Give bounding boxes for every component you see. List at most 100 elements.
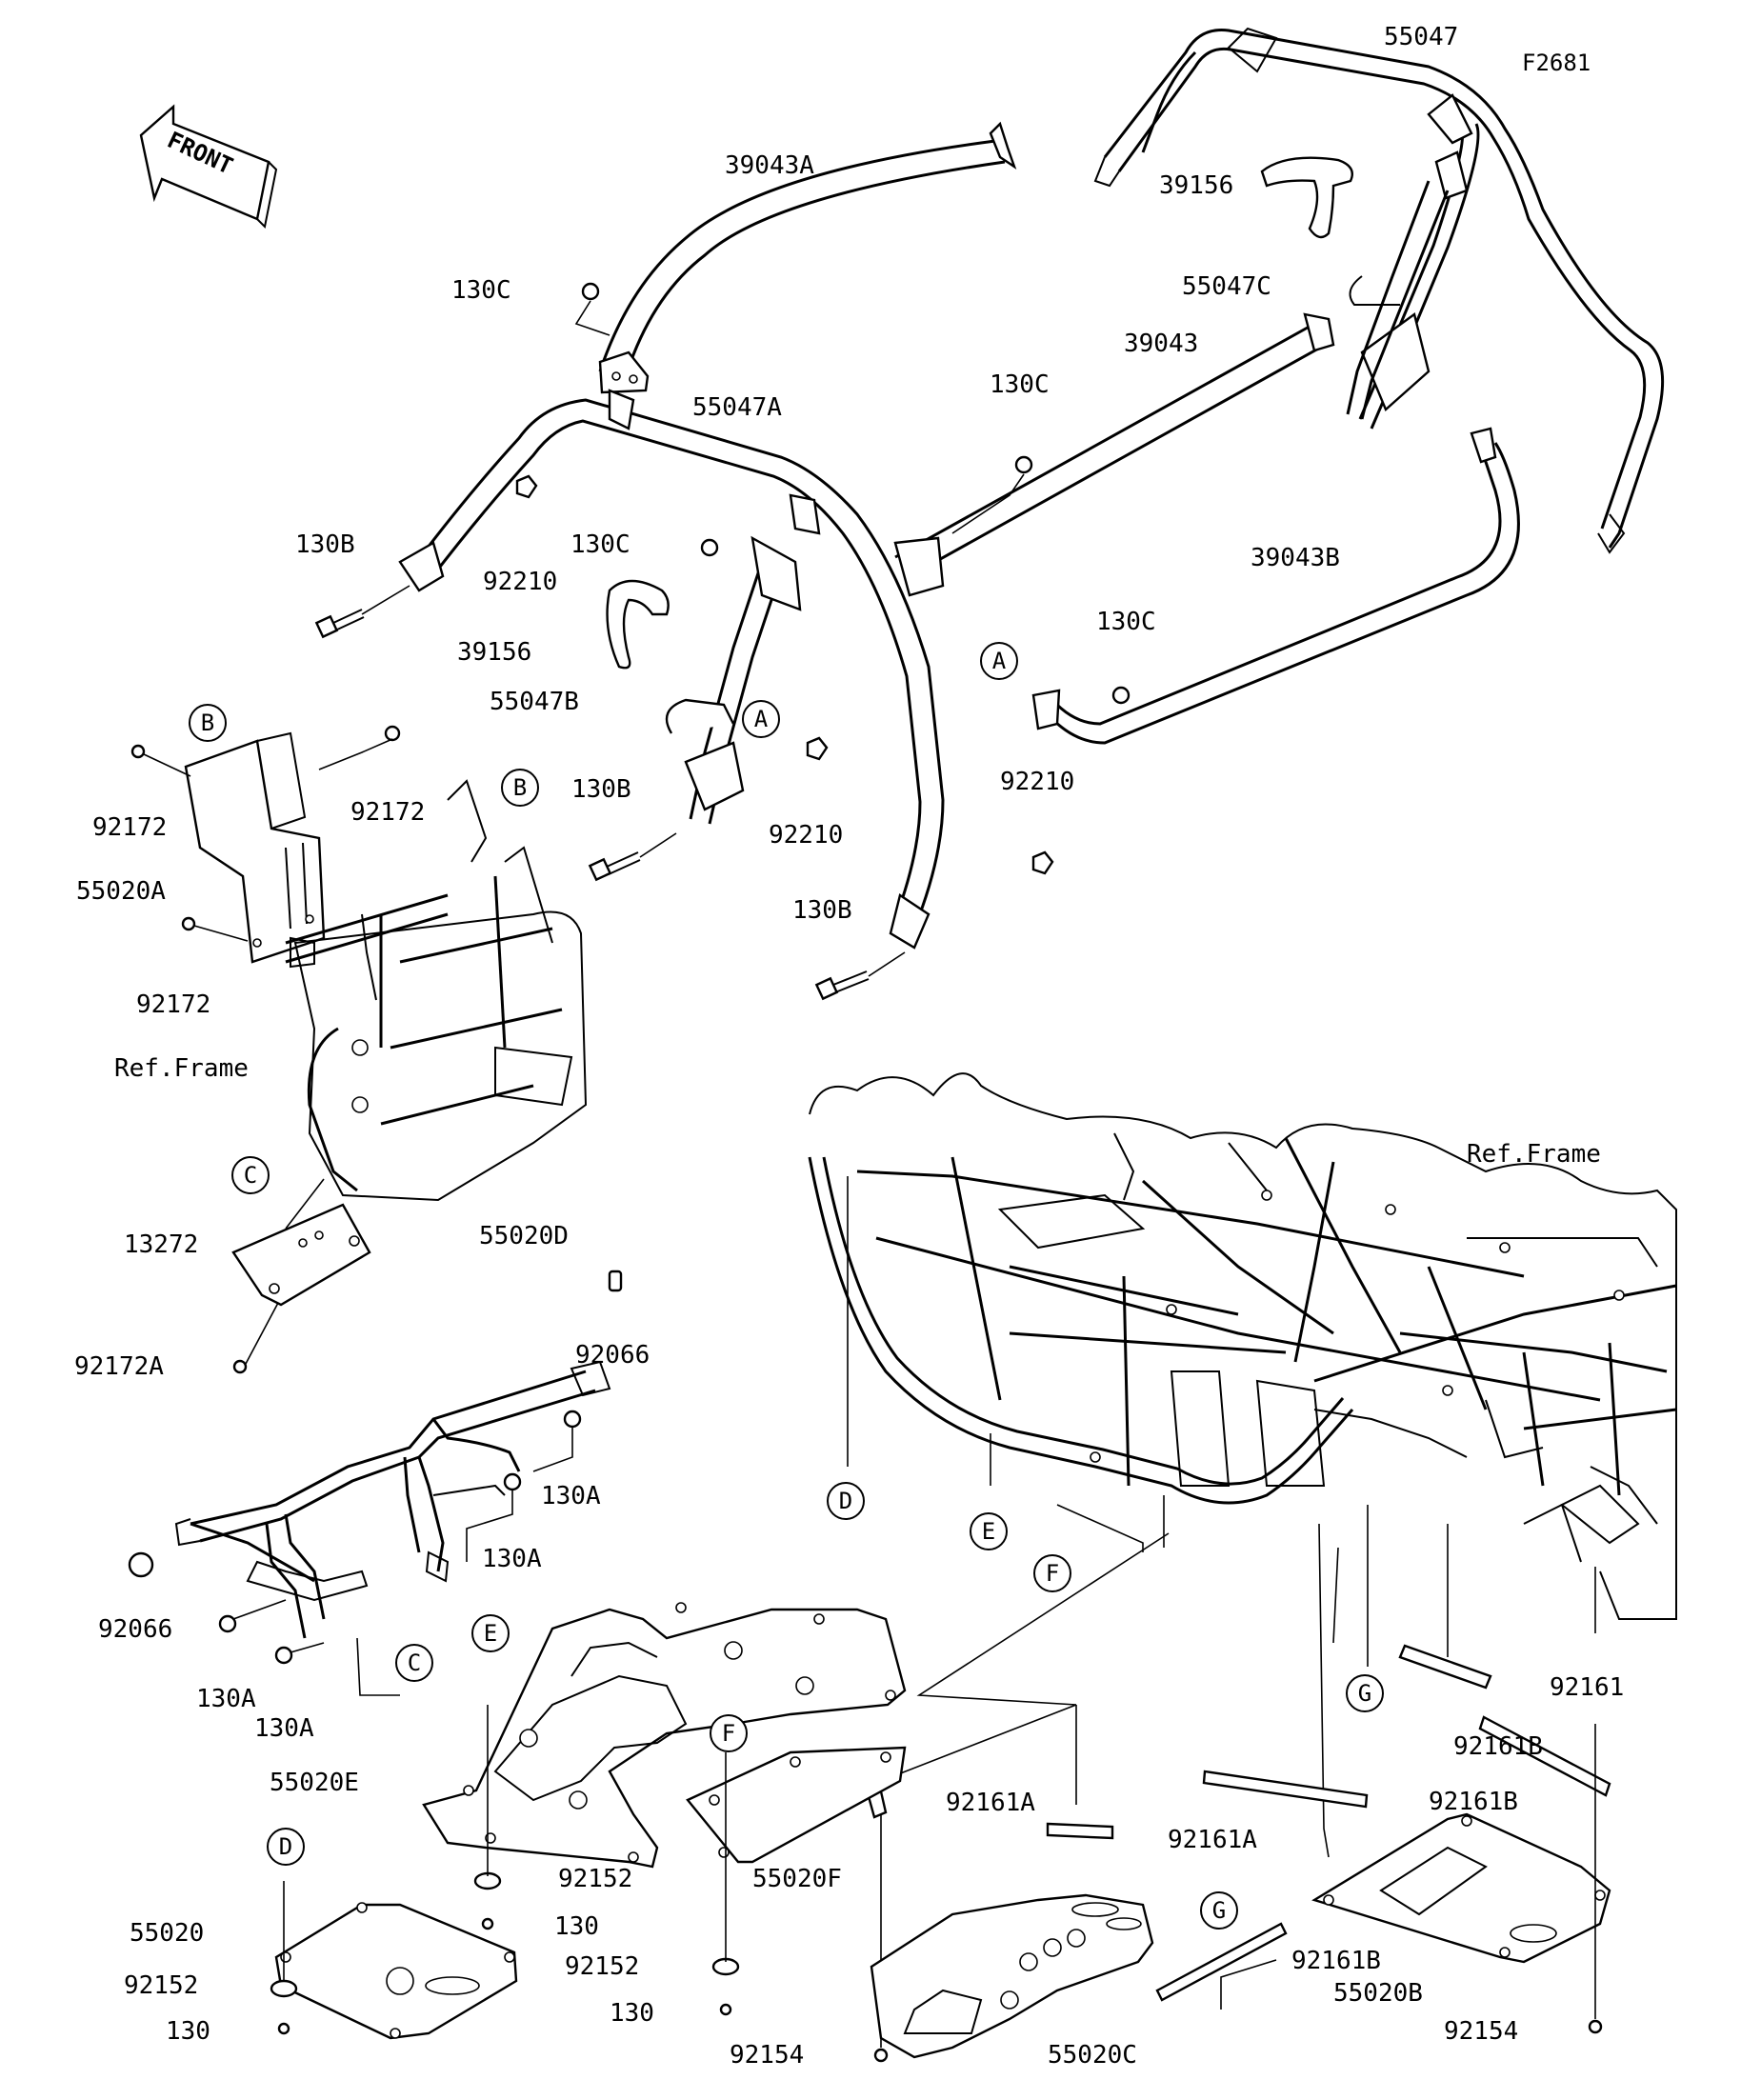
- ref-marker-E-2: E: [471, 1614, 510, 1652]
- bolt-130C-4-icon: [1111, 686, 1131, 705]
- strip-92161B-1-drawing: [1478, 1715, 1611, 1797]
- bolt-92154-2-icon: [1588, 2019, 1603, 2034]
- part-label-92154-1: 92154: [730, 2041, 805, 2070]
- part-label-55020: 55020: [130, 1919, 205, 1948]
- clamp-39156-front-drawing: [606, 579, 670, 670]
- strip-92161A-2-drawing: [1046, 1822, 1114, 1840]
- part-label-55020F: 55020F: [752, 1865, 842, 1893]
- cap-92066-2-icon: [128, 1551, 154, 1578]
- plate-13272-drawing: [231, 1203, 371, 1307]
- ref-frame-label-right: Ref.Frame: [1467, 1140, 1601, 1169]
- part-label-130C-2: 130C: [990, 370, 1050, 399]
- bolt-130A-3-icon: [218, 1614, 237, 1633]
- cap-92066-1-icon: [608, 1270, 623, 1292]
- part-label-92152-2: 92152: [565, 1952, 640, 1981]
- skid-plate-55020-drawing: [274, 1902, 518, 2040]
- part-label-92152-1: 92152: [558, 1865, 633, 1893]
- part-label-92172-2: 92172: [350, 798, 426, 827]
- part-label-92161B-1: 92161B: [1453, 1732, 1543, 1761]
- bolt-92172-1-icon: [130, 744, 146, 759]
- ref-marker-F-2: F: [710, 1714, 748, 1752]
- crossbar-39043-drawing: [893, 312, 1335, 597]
- part-label-92172-3: 92172: [136, 990, 211, 1019]
- ref-marker-B-1: B: [189, 704, 227, 742]
- bolt-92154-1-icon: [873, 2048, 889, 2063]
- guard-55020A-drawing: [184, 731, 326, 964]
- bolt-92172-2-icon: [384, 725, 401, 742]
- roll-bar-55047A-drawing: [398, 389, 945, 950]
- part-label-130A-3: 130A: [196, 1685, 256, 1713]
- nut-92210-2-icon: [806, 736, 829, 761]
- crossbar-39043A-drawing: [598, 121, 1017, 394]
- part-label-130B-1: 130B: [295, 530, 355, 559]
- bolt-130C-3-icon: [700, 538, 719, 557]
- part-label-130-3: 130: [166, 2017, 210, 2046]
- brace-55047C-drawing: [1346, 180, 1450, 420]
- part-label-92152-3: 92152: [124, 1971, 199, 2000]
- ref-marker-F-1: F: [1033, 1554, 1071, 1592]
- bolt-130A-4-icon: [274, 1646, 293, 1665]
- part-label-92210-1: 92210: [483, 568, 558, 596]
- ref-frame-label-left: Ref.Frame: [114, 1054, 249, 1083]
- part-label-130A-1: 130A: [541, 1482, 601, 1510]
- bolt-92172A-icon: [232, 1359, 248, 1374]
- part-label-55047C: 55047C: [1182, 272, 1271, 301]
- part-label-39043A: 39043A: [725, 151, 814, 180]
- part-label-92066-1: 92066: [575, 1341, 650, 1370]
- roll-bar-55047-drawing: [1093, 27, 1665, 554]
- part-label-92161B-3: 92161B: [1291, 1947, 1381, 1975]
- ref-marker-G-2: G: [1200, 1891, 1238, 1930]
- bolt-130A-2-icon: [503, 1472, 522, 1491]
- ref-marker-B-2: B: [501, 769, 539, 807]
- bolt-92172-3-icon: [181, 916, 196, 931]
- brace-55047B-drawing: [665, 535, 802, 825]
- ref-marker-D-2: D: [267, 1828, 305, 1866]
- clamp-39156-upper-drawing: [1260, 156, 1354, 239]
- part-label-92066-2: 92066: [98, 1615, 173, 1644]
- part-label-130-2: 130: [610, 1999, 654, 2028]
- bumper-55020D-drawing: [174, 1360, 611, 1639]
- ref-marker-E-1: E: [970, 1512, 1008, 1550]
- part-label-39043: 39043: [1124, 330, 1199, 358]
- part-label-55020E: 55020E: [270, 1769, 359, 1797]
- front-arrow-icon: FRONT: [139, 104, 278, 230]
- part-label-55020B: 55020B: [1333, 1979, 1423, 2008]
- part-label-92161: 92161: [1550, 1673, 1625, 1702]
- nut-92210-3-icon: [1031, 850, 1054, 875]
- part-label-130C-4: 130C: [1096, 608, 1156, 636]
- part-label-39156-front: 39156: [457, 638, 532, 667]
- main-frame-drawing: [808, 1072, 1677, 1620]
- skid-plate-55020C-drawing: [870, 1893, 1154, 2059]
- crossbar-39043B-drawing: [1031, 427, 1520, 745]
- skid-plate-55020E-drawing: [422, 1602, 907, 1869]
- part-label-130B-3: 130B: [792, 896, 852, 925]
- strip-92161B-2-drawing: [1202, 1770, 1369, 1809]
- bolt-130C-2-icon: [1014, 455, 1033, 474]
- part-label-130-1: 130: [554, 1912, 599, 1941]
- part-label-55020A: 55020A: [76, 877, 166, 906]
- part-label-55047: 55047: [1384, 23, 1459, 51]
- part-label-92172-1: 92172: [92, 813, 168, 842]
- part-label-130A-4: 130A: [254, 1714, 314, 1743]
- ref-marker-D-1: D: [827, 1482, 865, 1520]
- part-label-13272: 13272: [124, 1230, 199, 1259]
- washer-92152-3-icon: [270, 1979, 298, 1998]
- part-label-55020D: 55020D: [479, 1222, 569, 1250]
- part-label-92154-2: 92154: [1444, 2017, 1519, 2046]
- part-label-130C-1: 130C: [451, 276, 511, 305]
- strip-92161B-3-drawing: [1155, 1922, 1288, 2002]
- strip-92161-drawing: [1398, 1644, 1492, 1690]
- part-label-39043B: 39043B: [1251, 544, 1340, 572]
- bolt-130B-3-icon: [814, 970, 870, 1001]
- ref-marker-G-1: G: [1346, 1674, 1384, 1712]
- part-label-92210-2: 92210: [769, 821, 844, 850]
- bolt-130A-1-icon: [563, 1410, 582, 1429]
- bolt-130-2-icon: [719, 2003, 732, 2016]
- bolt-130-3-icon: [277, 2022, 290, 2035]
- part-label-130B-2: 130B: [571, 775, 631, 804]
- ref-marker-C-1: C: [231, 1156, 270, 1194]
- part-label-39156-upper: 39156: [1159, 171, 1234, 200]
- skid-plate-55020F-drawing: [686, 1746, 907, 1864]
